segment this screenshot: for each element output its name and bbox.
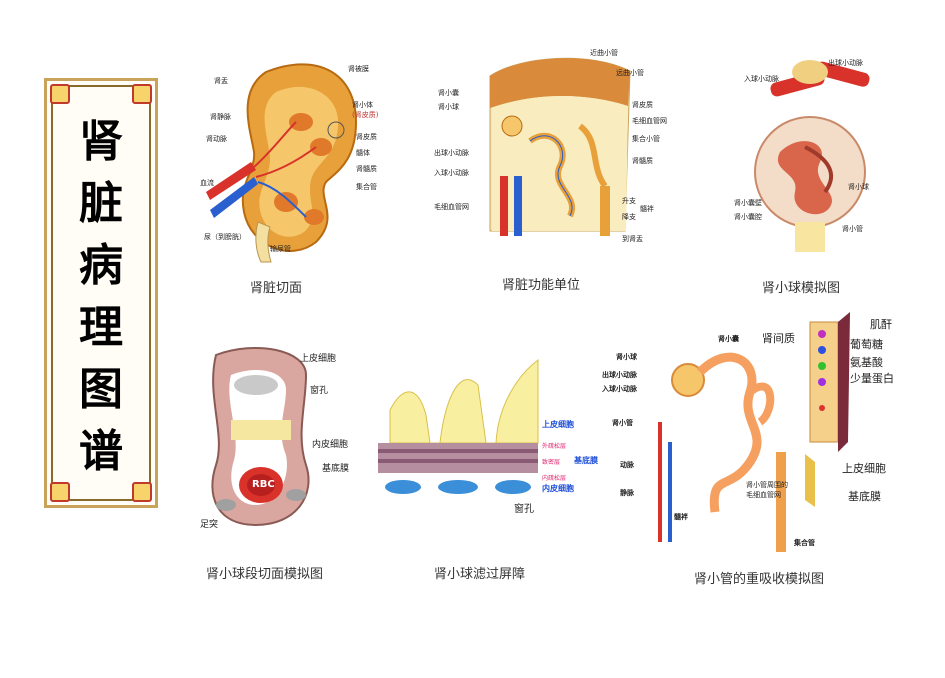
label-foot: 足突 — [200, 520, 219, 530]
caption-barrier: 肾小球滤过屏障 — [434, 567, 526, 582]
label-collecting: 集合管 — [794, 539, 815, 547]
reabsorption-illustration — [658, 312, 850, 552]
label-vein: 静脉 — [620, 489, 634, 497]
label-distal: 近曲小管 — [590, 49, 618, 57]
label-ureter-2: 输尿管 — [270, 245, 291, 253]
glomerulus-panel: 出球小动脉 入球小动脉 肾小囊壁 肾小球 肾小囊腔 肾小管 肾小球模拟图 — [730, 52, 890, 297]
label-proximal: 远曲小管 — [616, 69, 644, 77]
label-endothelium: 内皮细胞 — [542, 484, 574, 493]
label-tubule: 肾小管 — [842, 225, 863, 233]
label-afferent: 入球小动脉 — [602, 385, 637, 393]
label-medulla: 肾髓质 — [632, 157, 653, 165]
label-inner: 内疏松层 — [542, 475, 567, 482]
label-capillary-2: 毛细血管网 — [746, 491, 781, 499]
label-epithelium: 上皮细胞 — [542, 420, 574, 429]
label-collecting: 集合管 — [356, 183, 377, 191]
reabsorption-panel: 肾小囊 肾间质 肾小球 出球小动脉 入球小动脉 肾小管 动脉 静脉 肾小管周围的… — [600, 312, 920, 592]
caption-segment: 肾小球段切面模拟图 — [206, 567, 324, 582]
label-glomerulus: 肾小球 — [848, 183, 869, 191]
label-afferent: 入球小动脉 — [744, 75, 779, 83]
label-capillary: 肾小管周围的 — [746, 481, 788, 489]
segment-illustration — [211, 347, 310, 527]
label-cavity: 肾小囊腔 — [734, 213, 762, 221]
frame-corner-ornament — [50, 84, 70, 104]
label-endothelium: 内皮细胞 — [312, 440, 349, 450]
barrier-illustration — [378, 358, 539, 494]
label-collecting: 集合小管 — [632, 135, 660, 143]
frame-corner-ornament — [132, 482, 152, 502]
label-ascending: 降支 — [622, 213, 636, 221]
label-protein: 少量蛋白 — [850, 372, 894, 385]
glomerulus-illustration — [754, 60, 870, 252]
label-outer: 外疏松层 — [542, 443, 567, 450]
label-cortex: 肾皮质 — [356, 133, 377, 141]
label-capsule: 肾小囊壁 — [734, 199, 762, 207]
label-pore: 窗孔 — [310, 386, 329, 396]
label-efferent: 出球小动脉 — [828, 59, 863, 67]
nephron-panel: 近曲小管 远曲小管 肾皮质 肾小囊 肾小球 毛细血管网 集合小管 肾髓质 出球小… — [430, 46, 667, 293]
label-renal-vein: 肾静脉 — [210, 113, 231, 121]
label-glomerulus: 肾小球 — [616, 353, 637, 361]
kidney-panel: 肾被膜 肾小体 (肾皮质) 肾盂 肾静脉 肾动脉 血流 肾皮质 髓体 肾髓质 集… — [196, 52, 386, 297]
title-frame: 肾 脏 病 理 图 谱 — [44, 78, 158, 508]
label-creatinine: 肌酐 — [870, 318, 892, 331]
label-efferent: 出球小动脉 — [434, 149, 469, 157]
label-efferent: 出球小动脉 — [602, 371, 637, 379]
label-amino: 氨基酸 — [850, 356, 883, 369]
label-afferent: 入球小动脉 — [434, 169, 469, 177]
label-capillary-net: 毛细血管网 — [632, 117, 667, 125]
label-basement: 基底膜 — [574, 456, 598, 465]
barrier-panel: 上皮细胞 外疏松层 致密层 内疏松层 基底膜 内皮细胞 窗孔 肾小球滤过屏障 — [378, 355, 608, 585]
kidney-illustration — [206, 63, 358, 263]
label-pore: 窗孔 — [514, 504, 534, 515]
nephron-illustration — [489, 57, 631, 236]
segment-panel: 上皮细胞 窗孔 内皮细胞 基底膜 RBC 足突 肾小球段切面模拟图 — [196, 345, 386, 585]
label-capsule: 肾小囊 — [718, 335, 739, 343]
title-char: 图 — [79, 364, 123, 415]
caption-reabsorption: 肾小管的重吸收模拟图 — [694, 572, 825, 587]
label-ureter: 尿（到膀胱） — [204, 233, 246, 241]
title-char: 谱 — [79, 426, 123, 477]
label-medulla: 肾髓质 — [356, 165, 377, 173]
frame-corner-ornament — [132, 84, 152, 104]
label-capsule: 肾小囊 — [438, 89, 459, 97]
label-renal-artery: 肾动脉 — [206, 135, 227, 143]
label-column: 髓体 — [356, 149, 370, 157]
frame-corner-ornament — [50, 482, 70, 502]
label-loop: 髓袢 — [640, 205, 654, 213]
caption-glomerulus: 肾小球模拟图 — [762, 281, 841, 296]
title-char: 脏 — [79, 178, 123, 229]
label-dense: 致密层 — [542, 459, 561, 466]
label-tubule: 肾小管 — [612, 419, 633, 427]
label-corpuscle-note: (肾皮质) — [352, 111, 379, 119]
caption-kidney: 肾脏切面 — [250, 281, 303, 296]
label-loop: 髓袢 — [674, 513, 688, 521]
page-title: 肾 脏 病 理 图 谱 — [47, 111, 155, 483]
label-pelvis: 到肾盂 — [622, 235, 643, 243]
label-capillary: 毛细血管网 — [434, 203, 469, 211]
label-capsule: 肾被膜 — [348, 65, 369, 73]
label-glomerulus: 肾小球 — [438, 103, 459, 111]
title-char: 病 — [79, 240, 123, 291]
label-blood-flow: 血流 — [200, 179, 214, 187]
label-epithelium: 上皮细胞 — [842, 462, 886, 475]
label-rbc: RBC — [252, 479, 275, 490]
label-basement: 基底膜 — [848, 490, 881, 503]
label-sinus: 肾盂 — [214, 77, 228, 85]
title-char: 理 — [79, 302, 123, 353]
label-cortex: 肾皮质 — [632, 101, 653, 109]
label-descending: 升支 — [622, 197, 636, 205]
label-glucose: 葡萄糖 — [850, 338, 883, 351]
label-epithelium: 上皮细胞 — [300, 354, 337, 364]
caption-nephron: 肾脏功能单位 — [502, 278, 581, 293]
title-char: 肾 — [79, 116, 123, 167]
label-artery: 动脉 — [620, 461, 634, 469]
label-basement: 基底膜 — [322, 464, 350, 474]
label-corpuscle: 肾小体 — [352, 101, 373, 109]
label-interstitium: 肾间质 — [762, 332, 795, 345]
